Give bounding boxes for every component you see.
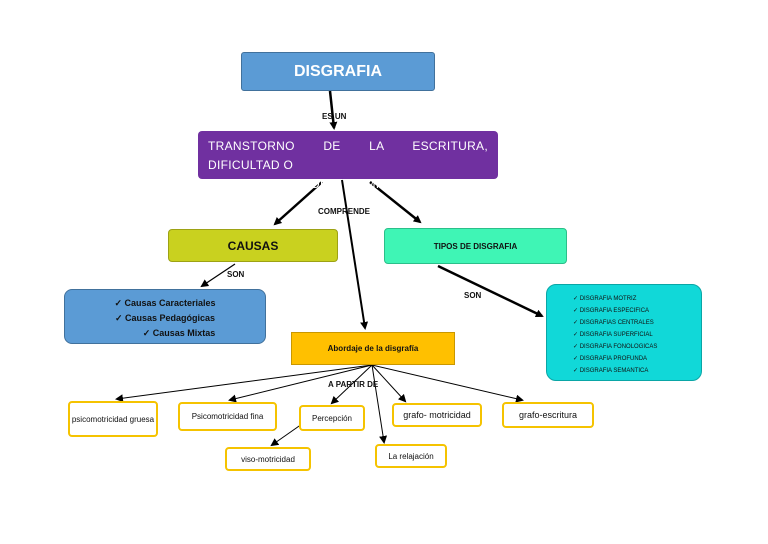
node-abordaje: Abordaje de la disgrafía: [291, 332, 455, 365]
node-psicomotricidad-fina: Psicomotricidad fina: [178, 402, 277, 431]
arrow-tipos-list: [437, 264, 544, 318]
node-trastorno: TRANSTORNO DE LA ESCRITURA, DIFICULTAD O…: [198, 131, 498, 191]
label-a-partir-de: A PARTIR DE: [328, 380, 379, 389]
node-psicomotricidad-gruesa: psicomotricidad gruesa: [68, 401, 158, 437]
trastorno-line-1: TRANSTORNO DE LA ESCRITURA, DIFICULTAD O: [208, 139, 488, 172]
label-es-un: ES UN: [322, 112, 347, 121]
tipos-item: ✓ DISGRAFIA SEMANTICA: [573, 368, 649, 374]
arrow-abordaje-percepcion: [330, 364, 373, 405]
node-la-relajacion: La relajación: [375, 444, 447, 468]
causas-item: ✓ Causas Pedagógicas: [114, 313, 216, 323]
tipos-item: ✓ DISGRAFIA FONOLOGICAS: [573, 344, 658, 350]
node-disgrafia: DISGRAFIA: [241, 52, 435, 91]
causas-item: ✓ Causas Caracteriales: [114, 298, 216, 308]
causas-item: ✓ Causas Mixtas: [142, 328, 216, 338]
arrow-percepcion-visomot: [270, 423, 303, 447]
tipos-item: ✓ DISGRAFIA MOTRIZ: [573, 296, 637, 302]
arrow-trastorno-tipos: [369, 181, 422, 224]
node-causas-list: ✓ Causas Caracteriales ✓ Causas Pedagógi…: [64, 289, 266, 344]
node-tipos-list: ✓ DISGRAFIA MOTRIZ ✓ DISGRAFIA ESPECIFIC…: [546, 284, 702, 381]
tipos-item: ✓ DISGRAFIA PROFUNDA: [573, 356, 648, 362]
arrow-disgrafia-trastorno: [328, 90, 338, 130]
node-viso-motricidad: viso-motricidad: [225, 447, 311, 471]
node-tipos: TIPOS DE DISGRAFIA: [384, 228, 567, 264]
tipos-item: ✓ DISGRAFIAS CENTRALES: [573, 320, 654, 326]
arrow-trastorno-causas: [273, 181, 323, 226]
arrow-trastorno-abordaje: [341, 179, 369, 330]
label-son-tipos: SON: [464, 291, 482, 300]
label-comprende: COMPRENDE: [318, 207, 371, 216]
tipos-item: ✓ DISGRAFIA ESPECIFICA: [573, 308, 650, 314]
node-grafo-escritura: grafo-escritura: [502, 402, 594, 428]
arrow-causas-list: [200, 263, 236, 288]
node-percepcion: Percepción: [299, 405, 365, 431]
tipos-item: ✓ DISGRAFIA SUPERFICIAL: [573, 332, 653, 338]
arrow-abordaje-psicogruesa: [115, 364, 373, 403]
arrow-abordaje-psicofina: [228, 364, 373, 403]
label-son-causas: SON: [227, 270, 245, 279]
arrow-abordaje-grafoesc: [371, 364, 524, 403]
node-causas: CAUSAS: [168, 229, 338, 262]
trastorno-line-2: INCAPACIDAD DE COMPONER TEXTOS: [208, 177, 488, 191]
arrow-abordaje-relajacion: [371, 364, 388, 444]
node-grafo-motricidad: grafo- motricidad: [392, 403, 482, 427]
arrow-abordaje-grafomot: [371, 364, 407, 403]
